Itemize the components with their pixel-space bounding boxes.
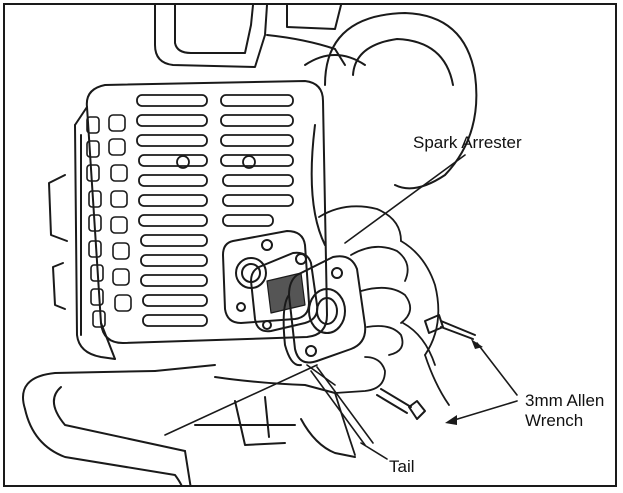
diagram-frame: Spark Arrester 3mm Allen Wrench Tail <box>3 3 617 487</box>
screw-lower <box>376 388 426 420</box>
screw-upper <box>424 314 476 340</box>
muffler-grille <box>136 94 294 327</box>
spark-arrester-cover <box>282 255 367 367</box>
spark-arrester-screen <box>250 251 319 333</box>
handle-frame <box>154 5 346 68</box>
spark-arrester-illustration <box>22 5 518 485</box>
allen-wrench-label: 3mm Allen Wrench <box>525 391 604 431</box>
muffler-housing <box>48 80 328 360</box>
spark-arrester-label: Spark Arrester <box>413 133 522 152</box>
wrench-leader-upper <box>476 342 518 396</box>
tail-leader <box>360 442 388 460</box>
leader-lines <box>344 154 518 460</box>
arrow-lower-icon <box>445 415 457 425</box>
engine-cylinder <box>304 12 478 246</box>
hand <box>318 205 450 456</box>
allen-wrench-label-line1: 3mm Allen <box>525 391 605 410</box>
arrow-heads <box>445 339 483 425</box>
tail-pointer <box>164 364 374 446</box>
tail-label: Tail <box>389 457 415 476</box>
spark-arrester-leader <box>344 154 466 244</box>
wrench-leader-lower <box>450 400 518 422</box>
base-tank <box>22 364 356 485</box>
allen-wrench-label-line2: Wrench <box>525 411 584 430</box>
left-vents <box>86 114 132 328</box>
arrow-upper-icon <box>471 339 483 349</box>
